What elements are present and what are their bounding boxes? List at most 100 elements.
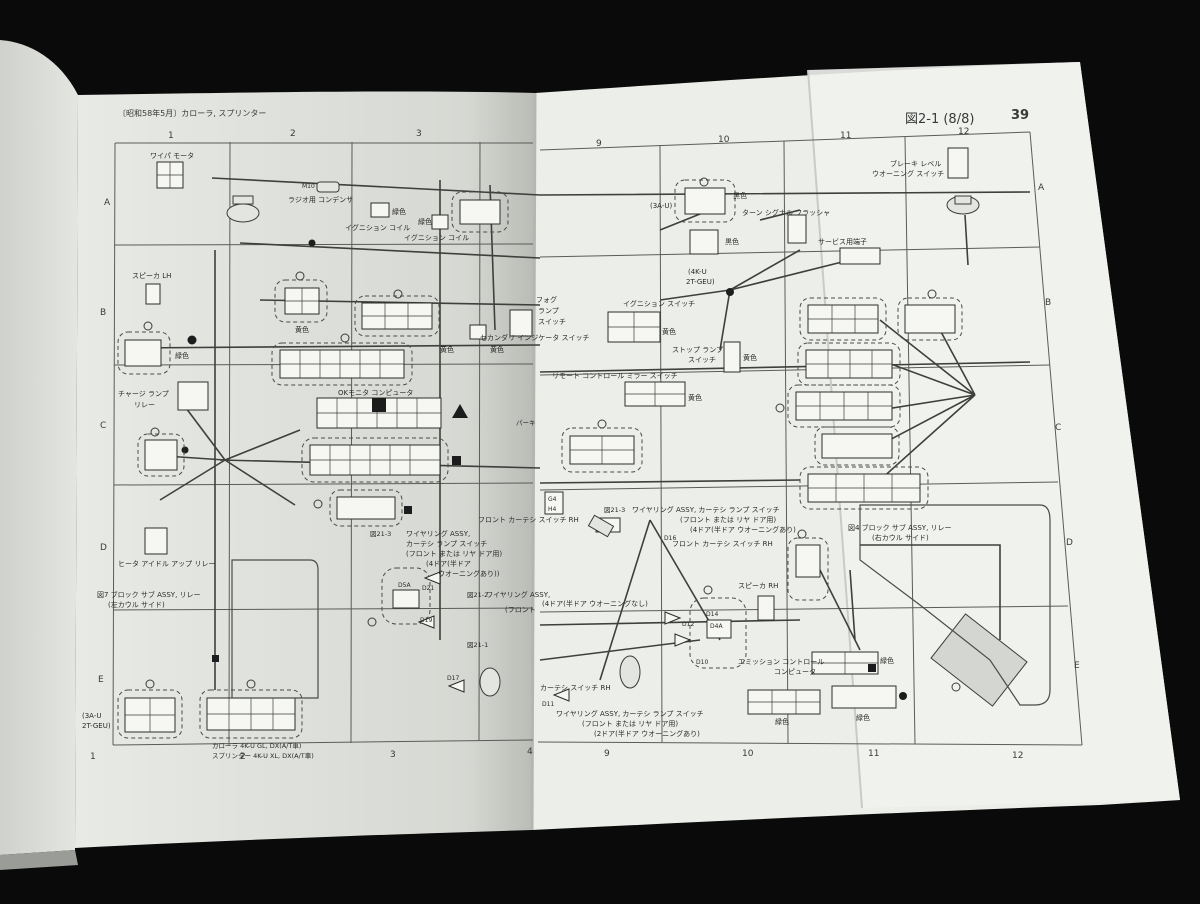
- label-speaker-lh: スピーカ LH: [132, 272, 171, 280]
- label-wiring-assy-2: カーテシ ランプ スイッチ: [406, 540, 487, 548]
- label-wiring-assy-right-2: (フロント または リヤ ドア用): [680, 516, 776, 524]
- label-engine-3a-u-right: (3A-U): [650, 202, 672, 210]
- label-d16: D16: [664, 535, 676, 542]
- solid-markers: [187, 335, 907, 700]
- label-speaker-rh: スピーカ RH: [738, 582, 778, 590]
- page-number: 39: [1011, 108, 1029, 123]
- label-remote-mirror: リモート コントロール ミラー スイッチ: [552, 372, 678, 380]
- label-ignition-coil-2: イグニション コイル: [404, 233, 469, 242]
- label-relay-block-right-1: 図4 ブロック サブ ASSY, リレー: [848, 523, 952, 532]
- label-green-5: 緑色: [856, 713, 870, 722]
- label-d17: D17: [447, 675, 459, 682]
- label-turn-flasher: ターン シグナル フラッシャ: [742, 208, 830, 217]
- label-sprinter-models: スプリンター 4K-U XL, DX(A/T車): [212, 751, 314, 760]
- col-label-1-bottom: 1: [90, 752, 96, 762]
- relay-block-outlines: [231, 504, 1051, 706]
- label-yellow-6: 黄色: [688, 393, 702, 402]
- label-h4: H4: [548, 506, 557, 513]
- row-label-b: B: [100, 308, 106, 318]
- label-d21: D21: [422, 585, 434, 592]
- label-d14: D14: [706, 611, 718, 618]
- label-courtesy-switch-rh: カーテシ スイッチ RH: [540, 684, 611, 692]
- label-emission-2: コンピュータ: [774, 667, 816, 676]
- label-radio-condenser: ラジオ用 コンデンサ: [288, 195, 353, 204]
- row-label-b-right: B: [1045, 298, 1051, 308]
- row-label-a: A: [104, 198, 111, 208]
- col-label-1: 1: [168, 131, 174, 141]
- connector-cells: [125, 162, 920, 732]
- label-d11: D11: [542, 701, 554, 708]
- label-fog-1: フォグ: [536, 295, 557, 304]
- row-label-c-right: C: [1055, 423, 1061, 433]
- col-label-3: 3: [416, 129, 422, 139]
- col-label-10-bottom: 10: [742, 749, 754, 759]
- col-label-2-bottom: 2: [240, 752, 246, 762]
- row-label-d-right: D: [1066, 538, 1073, 548]
- label-wiring-bottom-3: (2ドア(半ドア ウオーニングあり): [594, 729, 700, 738]
- label-fog-3: スイッチ: [538, 318, 566, 326]
- label-heater-idle-relay: ヒータ アイドル アップ リレー: [118, 559, 215, 568]
- row-label-a-right: A: [1038, 183, 1045, 193]
- label-ok-monitor: OKモニタ コンピュータ: [338, 388, 413, 397]
- figure-number: 図2-1 (8/8): [905, 112, 974, 127]
- left-page-labels: ワイパ モータ ラジオ用 コンデンサ M10 緑色 イグニション コイル 緑色 …: [82, 151, 648, 760]
- label-secondary-indicator: セカンダリ インジケータ スイッチ: [480, 333, 589, 342]
- row-labels: A B C D E A B C D E: [98, 183, 1080, 685]
- label-wiring-assy-b2: (フロント: [505, 606, 536, 614]
- label-front-courtesy-right: フロント カーテシ スイッチ RH: [672, 540, 773, 548]
- col-label-9: 9: [596, 139, 602, 149]
- label-stop-lamp-2: スイッチ: [688, 356, 716, 364]
- label-engine-3a-u: (3A-U: [82, 712, 101, 720]
- component-glyphs: [226, 181, 1028, 707]
- label-d19: D19: [420, 617, 432, 624]
- label-engine-4k-u: (4K-U: [688, 268, 707, 276]
- label-g4: G4: [548, 496, 557, 503]
- label-wiring-ref-21-3: 図21-3: [370, 530, 391, 538]
- label-d10: D10: [696, 659, 708, 666]
- label-wiring-assy-5: ウオーニングあり)): [438, 569, 500, 578]
- col-label-11: 11: [840, 131, 851, 141]
- label-emission-1: エミッション コントロール: [738, 658, 824, 666]
- col-label-10: 10: [718, 135, 730, 145]
- label-partial: パーキ: [516, 419, 536, 427]
- row-label-c: C: [100, 421, 106, 431]
- label-ignition-switch: イグニション スイッチ: [623, 299, 695, 308]
- label-green-2: 緑色: [418, 217, 432, 226]
- col-label-9-bottom: 9: [604, 749, 610, 759]
- row-label-d: D: [100, 543, 107, 553]
- junction-dots: [181, 239, 734, 662]
- running-header: 〔昭和58年5月〕カローラ, スプリンター: [118, 108, 266, 118]
- col-label-11-bottom: 11: [868, 749, 879, 759]
- col-label-12: 12: [958, 127, 969, 137]
- row-label-e-right: E: [1074, 661, 1080, 671]
- left-page: [75, 91, 535, 848]
- label-yellow-3: 黄色: [490, 345, 504, 354]
- label-yellow-1: 黄色: [295, 325, 309, 334]
- label-service-terminal: サービス用端子: [818, 237, 867, 246]
- label-wiring-assy-right-1: ワイヤリング ASSY, カーテシ ランプ スイッチ: [632, 505, 780, 514]
- reference-circles: [143, 177, 961, 692]
- label-black-2: 黒色: [725, 237, 739, 246]
- label-charge-lamp-2: リレー: [134, 401, 155, 409]
- label-brake-level-2: ウオーニング スイッチ: [872, 169, 944, 178]
- previous-page-edge: [0, 40, 78, 855]
- right-page-labels: ブレーキ レベル ウオーニング スイッチ (3A-U) 黒色 ターン シグナル …: [480, 159, 952, 738]
- label-wiring-bottom-1: ワイヤリング ASSY, カーテシ ランプ スイッチ: [556, 709, 704, 718]
- label-charge-lamp-1: チャージ ランプ: [118, 390, 169, 398]
- label-green-1: 緑色: [392, 207, 406, 216]
- label-wiring-assy-1: ワイヤリング ASSY,: [406, 529, 470, 538]
- dashed-groups: [117, 179, 963, 739]
- label-engine-2t-geu-right: 2T-GEU): [686, 278, 715, 286]
- col-label-2: 2: [290, 129, 296, 139]
- label-corolla-models: カローラ 4K-U GL, DX(A/T車): [212, 741, 301, 750]
- column-labels: 1 2 3 9 10 11 12 1 2 3 4 9 10 11 12: [90, 127, 1023, 762]
- label-wiring-ref-21-3-right: 図21-3: [604, 506, 625, 514]
- col-label-4-bottom: 4: [527, 747, 533, 757]
- label-green-6: 緑色: [880, 656, 894, 665]
- label-front-courtesy-left: フロント カーテシ スイッチ RH: [478, 516, 579, 524]
- arrows: [417, 571, 692, 702]
- label-wiring-ref-21-1: 図21-1: [467, 641, 488, 649]
- label-yellow-5: 黄色: [743, 353, 757, 362]
